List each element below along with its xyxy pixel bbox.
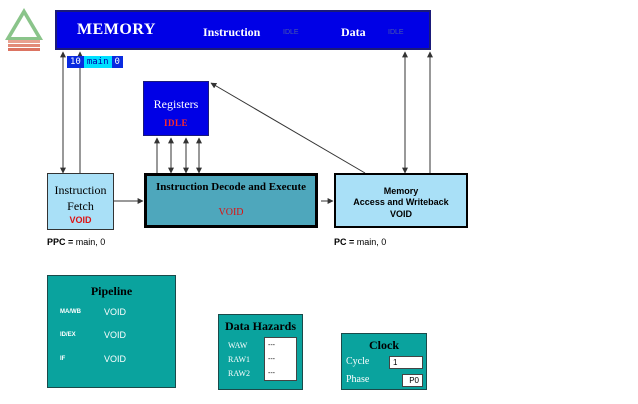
logo — [3, 6, 45, 62]
ppc-value: main, 0 — [75, 237, 106, 247]
fetch-title-line1: Instruction — [54, 183, 107, 197]
pipeline-title: Pipeline — [90, 284, 133, 298]
hazard-name: RAW1 — [228, 355, 251, 364]
memory-access-stage: Memory Access and Writeback VOID — [334, 173, 468, 228]
clock-panel: Clock Cycle 1 Phase P0 — [341, 333, 427, 390]
cycle-field: 1 — [389, 356, 423, 369]
instruction-fetch-stage: Instruction Fetch VOID — [47, 173, 114, 230]
phase-field: P0 — [402, 374, 423, 387]
memory-instruction-label: Instruction — [203, 25, 261, 39]
hazard-value: --- — [268, 356, 275, 363]
hazard-value: --- — [268, 370, 275, 377]
hazard-name: RAW2 — [228, 369, 251, 378]
pc-label: PC = — [334, 237, 355, 247]
pc-value: main, 0 — [356, 237, 387, 247]
decode-execute-stage: Instruction Decode and Execute VOID — [144, 173, 318, 228]
fetch-title-line2: Fetch — [67, 199, 94, 213]
pipeline-stage-name: IF — [60, 356, 66, 362]
pipeline-stage-value: VOID — [104, 354, 127, 364]
pipeline-stage-name: ID/EX — [60, 332, 76, 338]
decode-title: Instruction Decode and Execute — [155, 181, 307, 193]
hazard-value: --- — [268, 342, 275, 349]
wire-mem-access-registers — [210, 82, 366, 174]
pipeline-stage-value: VOID — [104, 307, 127, 317]
pc-readout: PC = main, 0 — [334, 237, 386, 247]
registers-status: IDLE — [163, 118, 188, 128]
phase-label: Phase — [346, 374, 370, 385]
address-bar: 10 main 0 — [67, 56, 123, 68]
mem-access-line2: Access and Writeback — [353, 197, 449, 207]
registers-title: Registers — [153, 97, 199, 111]
clock-title: Clock — [369, 338, 399, 352]
address-right: 0 — [111, 56, 123, 68]
fetch-title: Instruction Fetch — [48, 182, 113, 214]
data-hazards-panel: Data Hazards WAW RAW1 RAW2 --- --- --- — [218, 314, 303, 390]
registers-unit: Registers IDLE — [143, 81, 209, 136]
memory-unit: MEMORY Instruction IDLE Data IDLE — [55, 10, 431, 50]
hazard-name: WAW — [228, 341, 248, 350]
memory-instruction-status: IDLE — [283, 29, 299, 36]
mem-access-status: VOID — [389, 209, 412, 219]
memory-data-status: IDLE — [388, 29, 404, 36]
logo-icon — [5, 8, 43, 51]
hazards-title: Data Hazards — [225, 319, 296, 333]
ppc-label: PPC = — [47, 237, 74, 247]
fetch-status: VOID — [69, 215, 92, 225]
hazards-value-box: --- --- --- — [264, 337, 297, 381]
ppc-readout: PPC = main, 0 — [47, 237, 105, 247]
memory-data-label: Data — [341, 25, 366, 39]
decode-status: VOID — [218, 207, 244, 218]
pipeline-stage-name: MA/WB — [60, 309, 81, 315]
address-name: main — [83, 56, 112, 68]
address-left: 10 — [67, 56, 84, 68]
pipeline-panel: Pipeline MA/WB VOID ID/EX VOID IF VOID — [47, 275, 176, 388]
memory-title: MEMORY — [77, 21, 156, 38]
pipeline-stage-value: VOID — [104, 330, 127, 340]
cycle-label: Cycle — [346, 356, 370, 367]
mem-access-line1: Memory — [383, 186, 419, 196]
